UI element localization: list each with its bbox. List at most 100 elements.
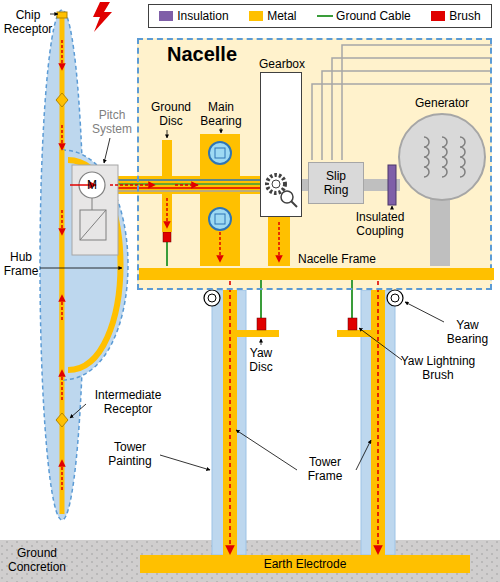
legend-line-sample [317, 15, 333, 17]
ground-cable [260, 278, 262, 318]
main-bearing [209, 208, 231, 230]
legend-item: Ground Cable [317, 9, 411, 23]
nacelle-fill [137, 38, 492, 290]
node-text: Slip Ring [309, 169, 363, 197]
current-path [61, 460, 63, 490]
part-label: Tower Painting [100, 440, 160, 468]
generator-stand [430, 198, 450, 266]
main-bearing [209, 142, 231, 164]
part-label: Intermediate Receptor [86, 388, 170, 416]
leader-line [221, 128, 222, 133]
leader-line [236, 430, 297, 470]
brush [348, 318, 357, 330]
part-label: Tower Frame [295, 455, 355, 483]
lightning-current-arrow [377, 281, 379, 554]
blade [60, 16, 65, 514]
yaw-disc [237, 330, 279, 337]
node-text: Earth Electrode [261, 557, 350, 571]
gear-symbol [272, 180, 280, 188]
hub [60, 150, 65, 380]
main-bearing [200, 134, 240, 266]
yaw-bearing [208, 294, 216, 302]
slip-ring-box: Slip Ring [308, 162, 364, 204]
part-label: Yaw Disc [240, 346, 282, 374]
part-label: Pitch System [89, 108, 135, 136]
earth-electrode-bar: Earth Electrode [140, 555, 470, 573]
coil-symbol [460, 137, 465, 177]
current-path [61, 370, 63, 400]
pitch-system [72, 165, 118, 255]
yaw-bearing [204, 290, 220, 306]
node-text: Generator [415, 96, 469, 110]
leader-line [50, 14, 58, 15]
current-path [166, 198, 168, 228]
main-shaft [100, 179, 260, 181]
hub [62, 150, 128, 380]
leader-line [167, 130, 168, 138]
legend-swatch [159, 11, 173, 21]
blade [56, 93, 68, 107]
leader-line [160, 455, 210, 470]
insulated-coupling [388, 165, 396, 205]
brush [163, 232, 171, 242]
coil-symbol [424, 137, 429, 177]
main-bearing [215, 214, 225, 224]
ground-cable [351, 278, 353, 318]
generator-circle: Generator [397, 112, 487, 202]
gearbox-support [268, 215, 290, 266]
current-path [278, 222, 280, 262]
legend-item: Metal [249, 9, 296, 23]
part-label: Main Bearing [196, 100, 246, 128]
legend-item: Brush [431, 9, 480, 23]
leader-line [261, 339, 262, 345]
yaw-bearing [387, 290, 403, 306]
blade [56, 413, 68, 427]
legend-text: Ground Cable [336, 9, 411, 23]
generator-stand [430, 198, 450, 266]
yaw-bearing [204, 290, 403, 306]
gear-symbol [260, 72, 302, 217]
current-path [61, 210, 63, 235]
node-text: Nacelle Frame [298, 252, 376, 266]
legend-swatch [249, 11, 263, 21]
part-label: Ground Concretion [2, 546, 72, 574]
nacelle-fill [137, 38, 492, 290]
magnifier-symbol [291, 201, 297, 207]
yaw-bearing [391, 294, 399, 302]
part-label: Yaw Bearing [440, 318, 495, 346]
leader-line [70, 404, 86, 418]
pitch-system [92, 198, 93, 210]
current-path [175, 184, 198, 186]
lightning-bolt [93, 2, 112, 32]
pitch-system [80, 210, 106, 240]
legend-text: Insulation [177, 9, 228, 23]
leader-line [405, 302, 444, 322]
tower [212, 278, 395, 555]
lightning-current-arrow [229, 281, 231, 554]
legend-text: Brush [449, 9, 480, 23]
gear-symbol [267, 175, 285, 193]
part-label: Ground Disc [145, 100, 197, 128]
leader-line [392, 206, 393, 209]
generator-symbol [397, 112, 487, 202]
pitch-system [72, 165, 118, 255]
part-label: Hub Frame [2, 250, 40, 278]
legend-text: Metal [267, 9, 296, 23]
motor-symbol-letter: M [80, 178, 104, 192]
current-path [61, 295, 63, 320]
insulated-coupling [388, 165, 396, 205]
part-label: Insulated Coupling [345, 210, 415, 238]
leader-line [359, 328, 402, 360]
brush [257, 318, 266, 330]
legend-item: Insulation [159, 9, 228, 23]
current-path [61, 40, 63, 70]
part-label: Yaw Lightning Brush [398, 354, 478, 382]
main-bearing [200, 134, 240, 266]
ground-concretion [0, 540, 500, 582]
node-text: Gearbox [259, 57, 305, 71]
leader-line [356, 440, 371, 470]
ground-concretion [0, 540, 500, 582]
brush [163, 232, 357, 330]
hub [62, 150, 128, 380]
